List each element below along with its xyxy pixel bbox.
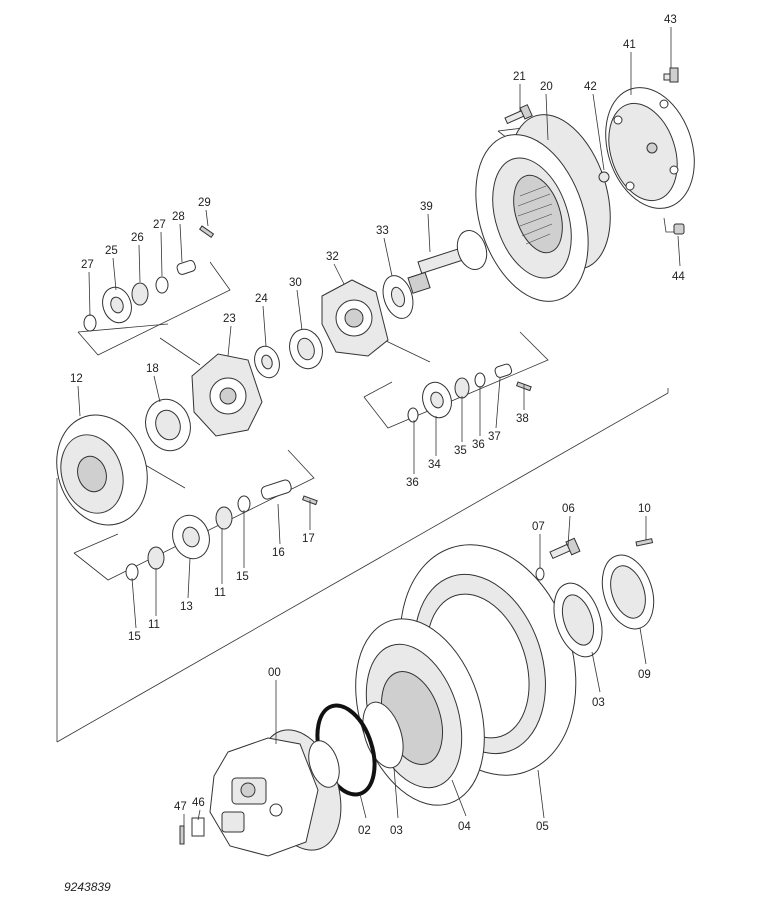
callout-37: 37 [488, 431, 501, 443]
callout-25: 25 [105, 245, 118, 257]
washer-36-left [407, 407, 419, 423]
callout-27-top: 27 [153, 219, 166, 231]
cover-41 [605, 87, 695, 209]
callout-21: 21 [513, 71, 526, 83]
callout-15-right: 15 [236, 571, 249, 583]
needle-bearing-26 [131, 282, 149, 306]
bolt-06 [549, 537, 581, 560]
callout-24: 24 [255, 293, 268, 305]
callout-30: 30 [289, 277, 302, 289]
pin-10 [635, 538, 654, 547]
callout-41: 41 [623, 39, 636, 51]
shaft-37 [494, 363, 513, 378]
callout-38: 38 [516, 413, 529, 425]
washer-36-right [474, 372, 486, 388]
callout-34: 34 [428, 459, 441, 471]
callout-28: 28 [172, 211, 185, 223]
callout-00: 00 [268, 667, 281, 679]
bearing-30 [289, 328, 323, 370]
bolt-21 [504, 104, 533, 125]
callout-42: 42 [584, 81, 597, 93]
callout-16: 16 [272, 547, 285, 559]
washer-24 [254, 345, 280, 379]
callout-35: 35 [454, 445, 467, 457]
bolt-43 [663, 67, 679, 83]
drawing-code: 9243839 [64, 880, 111, 894]
callout-29: 29 [198, 197, 211, 209]
gear-25 [102, 286, 132, 324]
callout-33: 33 [376, 225, 389, 237]
callout-36-right: 36 [472, 439, 485, 451]
callout-13: 13 [180, 601, 193, 613]
washer-33 [382, 275, 414, 319]
callout-04: 04 [458, 821, 471, 833]
shaft-39 [407, 229, 488, 294]
callout-03-left: 03 [390, 825, 403, 837]
callout-labels: 43 41 42 21 20 44 29 28 27 26 25 27 39 3… [70, 14, 685, 837]
washer-15-right [237, 495, 251, 513]
bolt-47 [179, 825, 185, 845]
callout-10: 10 [638, 503, 651, 515]
needle-bearing-11-left [147, 546, 165, 570]
pin-29 [199, 225, 215, 239]
washer-07 [535, 567, 545, 581]
callout-27-bottom: 27 [81, 259, 94, 271]
callout-12: 12 [70, 373, 83, 385]
callout-23: 23 [223, 313, 236, 325]
assembly-bracket-lines [56, 125, 680, 743]
seal-09 [601, 554, 655, 630]
plug-44 [673, 223, 685, 235]
carrier-32 [321, 279, 389, 357]
callout-05: 05 [536, 821, 549, 833]
travel-motor-00 [209, 729, 342, 857]
callout-03-right: 03 [592, 697, 605, 709]
washer-15-left [125, 563, 139, 581]
callout-11-right: 11 [214, 587, 226, 599]
needle-bearing-35 [454, 377, 470, 399]
leader-lines [77, 27, 681, 826]
gear-13 [172, 514, 210, 560]
plug-42 [598, 171, 610, 183]
callout-47: 47 [174, 801, 187, 813]
callout-43: 43 [664, 14, 677, 26]
washer-27-top [155, 276, 169, 294]
callout-46: 46 [192, 797, 205, 809]
callout-17: 17 [302, 533, 315, 545]
gear-34 [422, 381, 452, 419]
callout-32: 32 [326, 251, 339, 263]
callout-11-left: 11 [148, 619, 160, 631]
callout-44: 44 [672, 271, 685, 283]
callout-36-left: 36 [406, 477, 419, 489]
callout-18: 18 [146, 363, 159, 375]
washer-27-bottom [83, 314, 97, 332]
shaft-16 [260, 479, 292, 500]
shaft-28 [176, 259, 196, 275]
hub-12 [56, 414, 148, 526]
callout-15-left: 15 [128, 631, 141, 643]
drum-20 [475, 114, 611, 302]
callout-26: 26 [131, 232, 144, 244]
callout-06: 06 [562, 503, 575, 515]
bearing-03-right [553, 582, 603, 658]
callout-20: 20 [540, 81, 553, 93]
plate-46 [191, 817, 205, 837]
callout-07: 07 [532, 521, 545, 533]
carrier-23 [191, 353, 263, 437]
callout-02: 02 [358, 825, 371, 837]
needle-bearing-11-right [215, 506, 233, 530]
ring-gear-18 [145, 398, 191, 452]
callout-09: 09 [638, 669, 651, 681]
callout-39: 39 [420, 201, 433, 213]
